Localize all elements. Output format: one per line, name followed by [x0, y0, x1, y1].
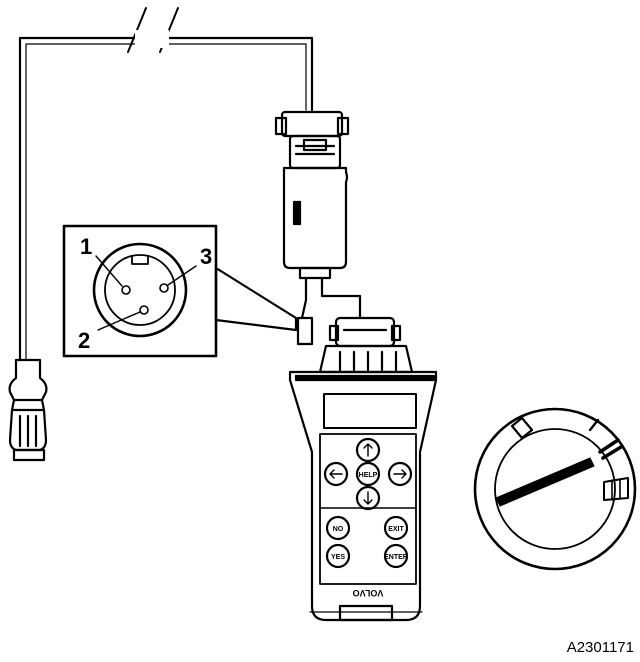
pin-1-label: 1 — [80, 234, 93, 259]
adapter-connector — [274, 110, 362, 346]
pin-2-label: 2 — [78, 328, 91, 353]
help-key-label: HELP — [359, 472, 378, 479]
no-key-label: NO — [333, 526, 344, 533]
enter-key-label: ENTER — [384, 554, 408, 561]
connector-detail-callout — [62, 224, 298, 358]
pin-3-label: 3 — [200, 244, 213, 269]
exit-key-label: EXIT — [388, 526, 404, 533]
ignition-switch — [473, 407, 637, 571]
handheld-tester — [288, 316, 438, 622]
figure-id: A2301171 — [566, 639, 634, 656]
brand-text: VOLVO — [353, 588, 384, 598]
yes-key-label: YES — [331, 554, 345, 561]
diagnostic-plug — [8, 358, 48, 462]
